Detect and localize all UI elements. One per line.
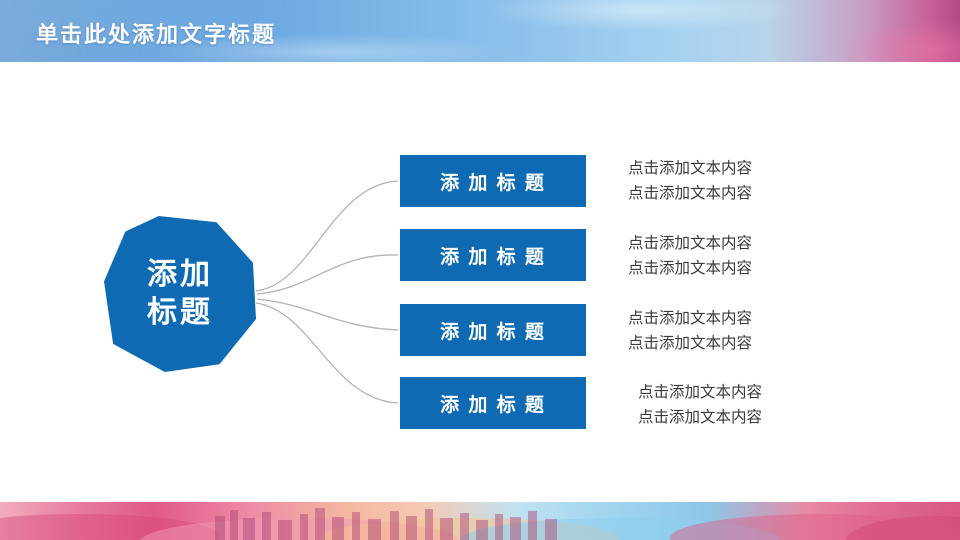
center-node-shape[interactable]: 添加 标题 bbox=[104, 216, 256, 372]
branch-title-4[interactable]: 添 加 标 题 bbox=[400, 377, 586, 429]
branch-desc-3-line-2: 点击添加文本内容 bbox=[628, 335, 753, 352]
branch-desc-4-line-2: 点击添加文本内容 bbox=[638, 409, 763, 426]
slide-title-placeholder[interactable]: 单击此处添加文字标题 bbox=[36, 22, 277, 47]
branch-desc-1-line-2: 点击添加文本内容 bbox=[628, 185, 753, 202]
center-node-text-line1: 添加 bbox=[147, 258, 213, 291]
branch-desc-1-line-1: 点击添加文本内容 bbox=[628, 160, 753, 177]
center-node-text-line2: 标题 bbox=[147, 296, 213, 329]
city-skyline-silhouette bbox=[215, 508, 557, 540]
branch-desc-4-line-1: 点击添加文本内容 bbox=[638, 384, 763, 401]
branch-title-1[interactable]: 添 加 标 题 bbox=[400, 155, 586, 207]
branch-desc-3-line-1: 点击添加文本内容 bbox=[628, 310, 753, 327]
footer-artwork bbox=[0, 508, 960, 540]
branch-desc-2-line-2: 点击添加文本内容 bbox=[628, 260, 753, 277]
branch-title-2[interactable]: 添 加 标 题 bbox=[400, 229, 586, 281]
branch-desc-2[interactable]: 点击添加文本内容 点击添加文本内容 bbox=[628, 231, 868, 281]
header-banner: 单击此处添加文字标题 bbox=[0, 0, 960, 62]
branch-desc-2-line-1: 点击添加文本内容 bbox=[628, 235, 753, 252]
center-node-wrap: 添加 标题 bbox=[104, 216, 256, 372]
branch-desc-4[interactable]: 点击添加文本内容 点击添加文本内容 bbox=[628, 380, 878, 430]
branch-desc-3[interactable]: 点击添加文本内容 点击添加文本内容 bbox=[628, 306, 868, 356]
branch-title-3[interactable]: 添 加 标 题 bbox=[400, 304, 586, 356]
footer-watercolor-strip bbox=[0, 502, 960, 540]
branch-desc-1[interactable]: 点击添加文本内容 点击添加文本内容 bbox=[628, 156, 868, 206]
